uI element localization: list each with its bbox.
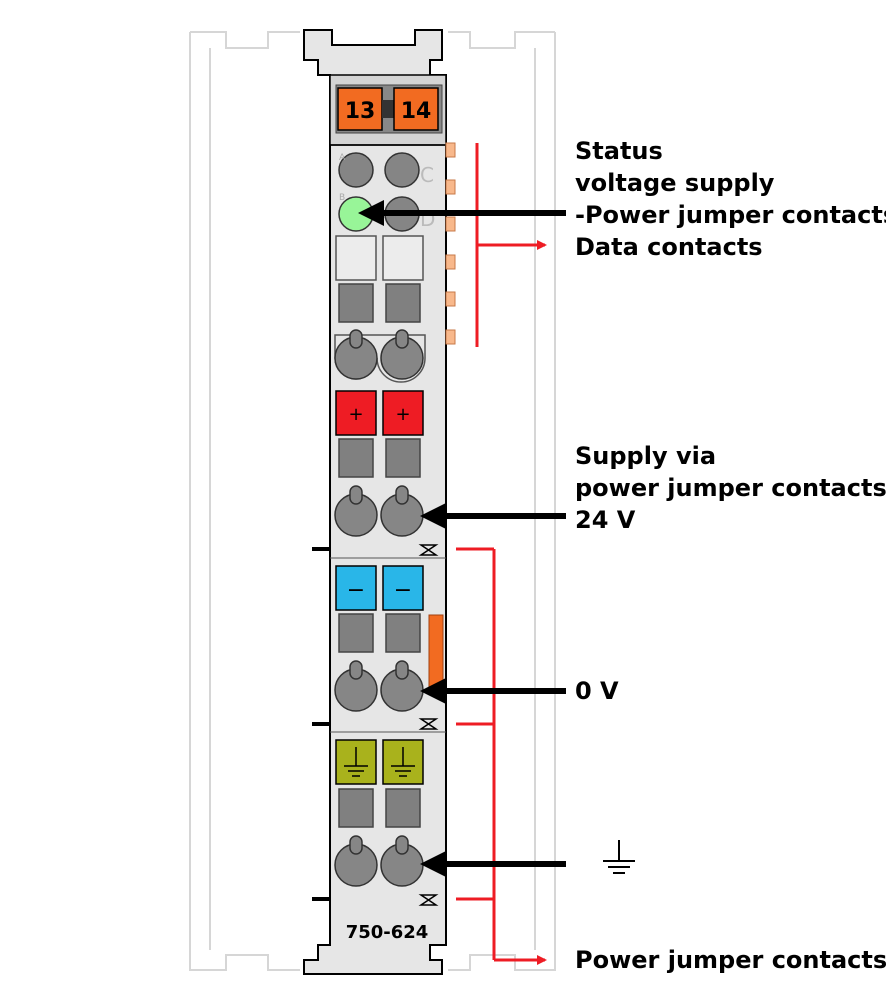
led-letter-a: A [339,153,346,163]
led-letter-b: B [339,193,345,203]
data-contacts-label: Data contacts [575,233,763,261]
ground-terminals [330,731,446,828]
pointer-arrows [358,200,566,877]
supply-label-line-2: power jumper contacts [575,474,886,502]
zero-volt-label: 0 V [575,677,619,705]
plus-symbol-right: + [395,404,410,425]
plus-terminals: + + [335,390,424,478]
led-c [384,152,420,188]
power-jumper-contacts-label: Power jumper contacts [575,946,886,974]
socket-row-1 [335,235,424,323]
terminal-number-14: 14 [401,99,432,124]
clamp-row-2 [334,485,424,537]
supply-label-line-3: 24 V [575,506,636,534]
status-voltage-label: Status voltage supply -Power jumper cont… [575,135,886,231]
terminal-tags: 13 14 [335,84,443,134]
status-label-line-1: Status [575,137,663,165]
ground-icon [391,747,415,777]
minus-symbol-left: − [347,578,365,603]
led-a [338,152,374,188]
part-number: 750-624 [346,922,429,943]
clamp-row-3 [334,660,424,712]
fuse-indicator [428,614,444,692]
data-contacts-bracket [475,143,547,347]
minus-symbol-right: − [394,578,412,603]
left-power-contacts [312,547,330,901]
led-letter-c: C [420,163,434,187]
power-jumper-bracket [456,547,547,965]
terminal-number-13: 13 [345,99,376,124]
din-rail-outline [189,31,556,971]
minus-terminals: − − [330,557,446,692]
led-panel: A B C D [338,152,435,232]
ground-icon [344,747,368,777]
status-label-line-3: -Power jumper contacts [575,201,886,229]
plus-symbol-left: + [348,404,363,425]
contact-symbols [418,544,439,906]
supply-label: Supply via power jumper contacts 24 V [575,440,886,536]
ground-icon [603,840,635,874]
clamp-row-1 [334,329,426,383]
status-label-line-2: voltage supply [575,169,775,197]
data-contact-pads [445,142,456,345]
supply-label-line-1: Supply via [575,442,717,470]
terminal-tag-14 [393,87,439,131]
